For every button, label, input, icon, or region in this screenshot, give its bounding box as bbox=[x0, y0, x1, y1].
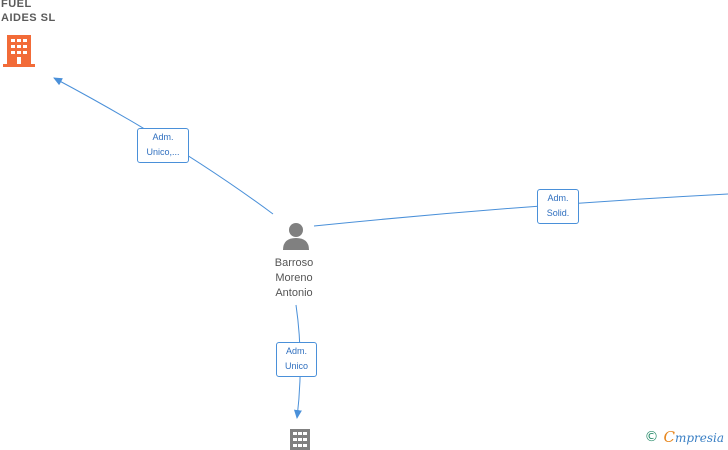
company-top-name-line1: FUEL bbox=[1, 0, 32, 10]
edge-label-adm-unico-etc[interactable]: Adm. Unico,... bbox=[137, 128, 189, 163]
brand-logo: Cmpresia bbox=[663, 428, 724, 446]
edge-label-line2: Solid. bbox=[546, 208, 570, 218]
edge-label-line1: Adm. bbox=[547, 193, 569, 203]
edge-label-adm-solid[interactable]: Adm. Solid. bbox=[537, 189, 579, 224]
edge-to-right-offscreen bbox=[313, 193, 728, 227]
person-name-line2: Moreno bbox=[275, 272, 313, 284]
person-name-line1: Barroso bbox=[274, 257, 314, 269]
edge-label-line2: Unico,... bbox=[146, 147, 180, 157]
edge-label-line1: Adm. bbox=[285, 346, 307, 356]
edge-label-line2: Unico bbox=[284, 361, 308, 371]
edge-label-adm-unico[interactable]: Adm. Unico bbox=[276, 342, 317, 377]
brand-logo-rest: mpresia bbox=[674, 431, 724, 445]
edge-label-line1: Adm. bbox=[152, 132, 174, 142]
brand-logo-initial: C bbox=[663, 428, 675, 446]
empresia-watermark: © Cmpresia bbox=[644, 428, 724, 446]
building-icon[interactable] bbox=[288, 428, 312, 450]
person-icon[interactable] bbox=[282, 222, 310, 255]
person-name-line3: Antonio bbox=[275, 287, 313, 299]
company-top-name[interactable]: FUEL AIDES SL bbox=[1, 0, 56, 25]
copyright-icon: © bbox=[644, 429, 659, 445]
building-icon[interactable] bbox=[3, 33, 35, 74]
person-name[interactable]: Barroso Moreno Antonio bbox=[259, 256, 329, 301]
company-top-name-line2: AIDES SL bbox=[1, 12, 56, 24]
